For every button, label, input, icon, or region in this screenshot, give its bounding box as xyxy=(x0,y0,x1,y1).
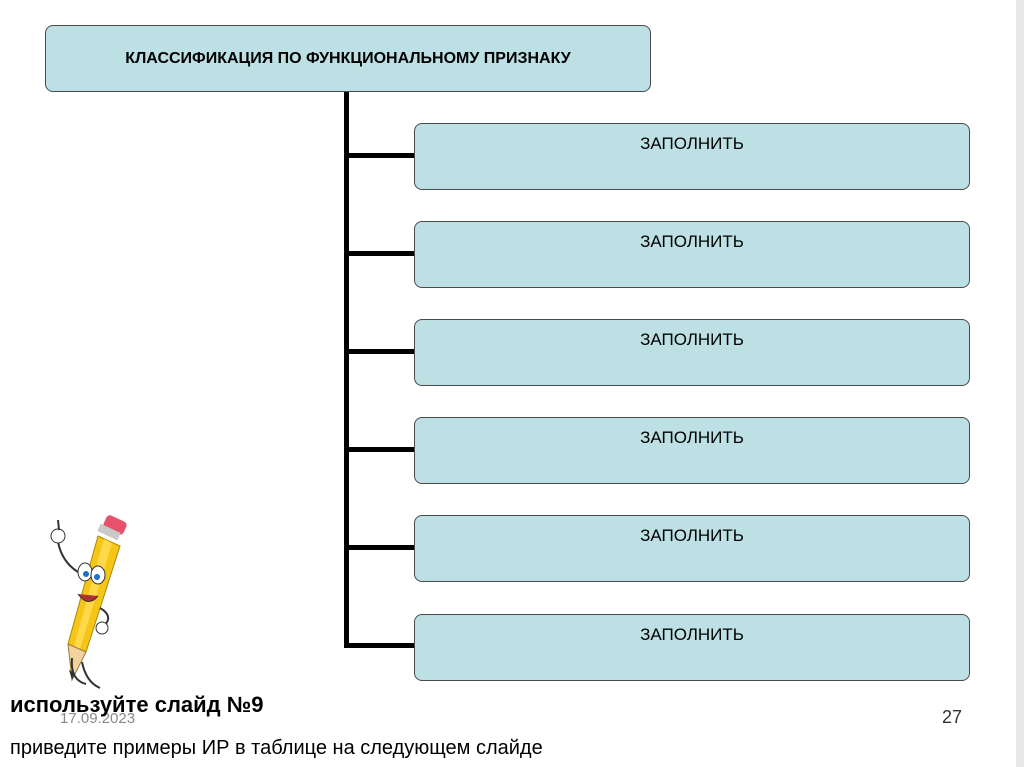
diagram-item-box: ЗАПОЛНИТЬ xyxy=(414,417,970,484)
diagram-item-label: ЗАПОЛНИТЬ xyxy=(640,526,744,545)
diagram-root-label: КЛАССИФИКАЦИЯ ПО ФУНКЦИОНАЛЬНОМУ ПРИЗНАК… xyxy=(125,49,571,67)
diagram-item-label: ЗАПОЛНИТЬ xyxy=(640,232,744,251)
slide-date: 17.09.2023 xyxy=(60,710,136,727)
connector-branch-5 xyxy=(344,545,414,550)
diagram-item-box: ЗАПОЛНИТЬ xyxy=(414,614,970,681)
diagram-root-box: КЛАССИФИКАЦИЯ ПО ФУНКЦИОНАЛЬНОМУ ПРИЗНАК… xyxy=(45,25,651,92)
diagram-item-box: ЗАПОЛНИТЬ xyxy=(414,123,970,190)
hint-title: используйте слайд №9 xyxy=(10,692,264,717)
connector-branch-3 xyxy=(344,349,414,354)
pencil-mascot-icon xyxy=(50,515,127,689)
diagram-item-label: ЗАПОЛНИТЬ xyxy=(640,625,744,644)
diagram-item-label: ЗАПОЛНИТЬ xyxy=(640,330,744,349)
slide-right-edge xyxy=(1016,0,1024,767)
connector-branch-6 xyxy=(344,643,414,648)
slide-page-number: 27 xyxy=(942,707,963,727)
connector-branch-2 xyxy=(344,251,414,256)
connector-trunk xyxy=(344,92,349,648)
diagram-item-label: ЗАПОЛНИТЬ xyxy=(640,134,744,153)
connector-branch-4 xyxy=(344,447,414,452)
hint-subtitle: приведите примеры ИР в таблице на следую… xyxy=(10,737,543,759)
diagram-item-box: ЗАПОЛНИТЬ xyxy=(414,221,970,288)
diagram-item-box: ЗАПОЛНИТЬ xyxy=(414,319,970,386)
diagram-item-label: ЗАПОЛНИТЬ xyxy=(640,428,744,447)
diagram-item-box: ЗАПОЛНИТЬ xyxy=(414,515,970,582)
connector-branch-1 xyxy=(344,153,414,158)
